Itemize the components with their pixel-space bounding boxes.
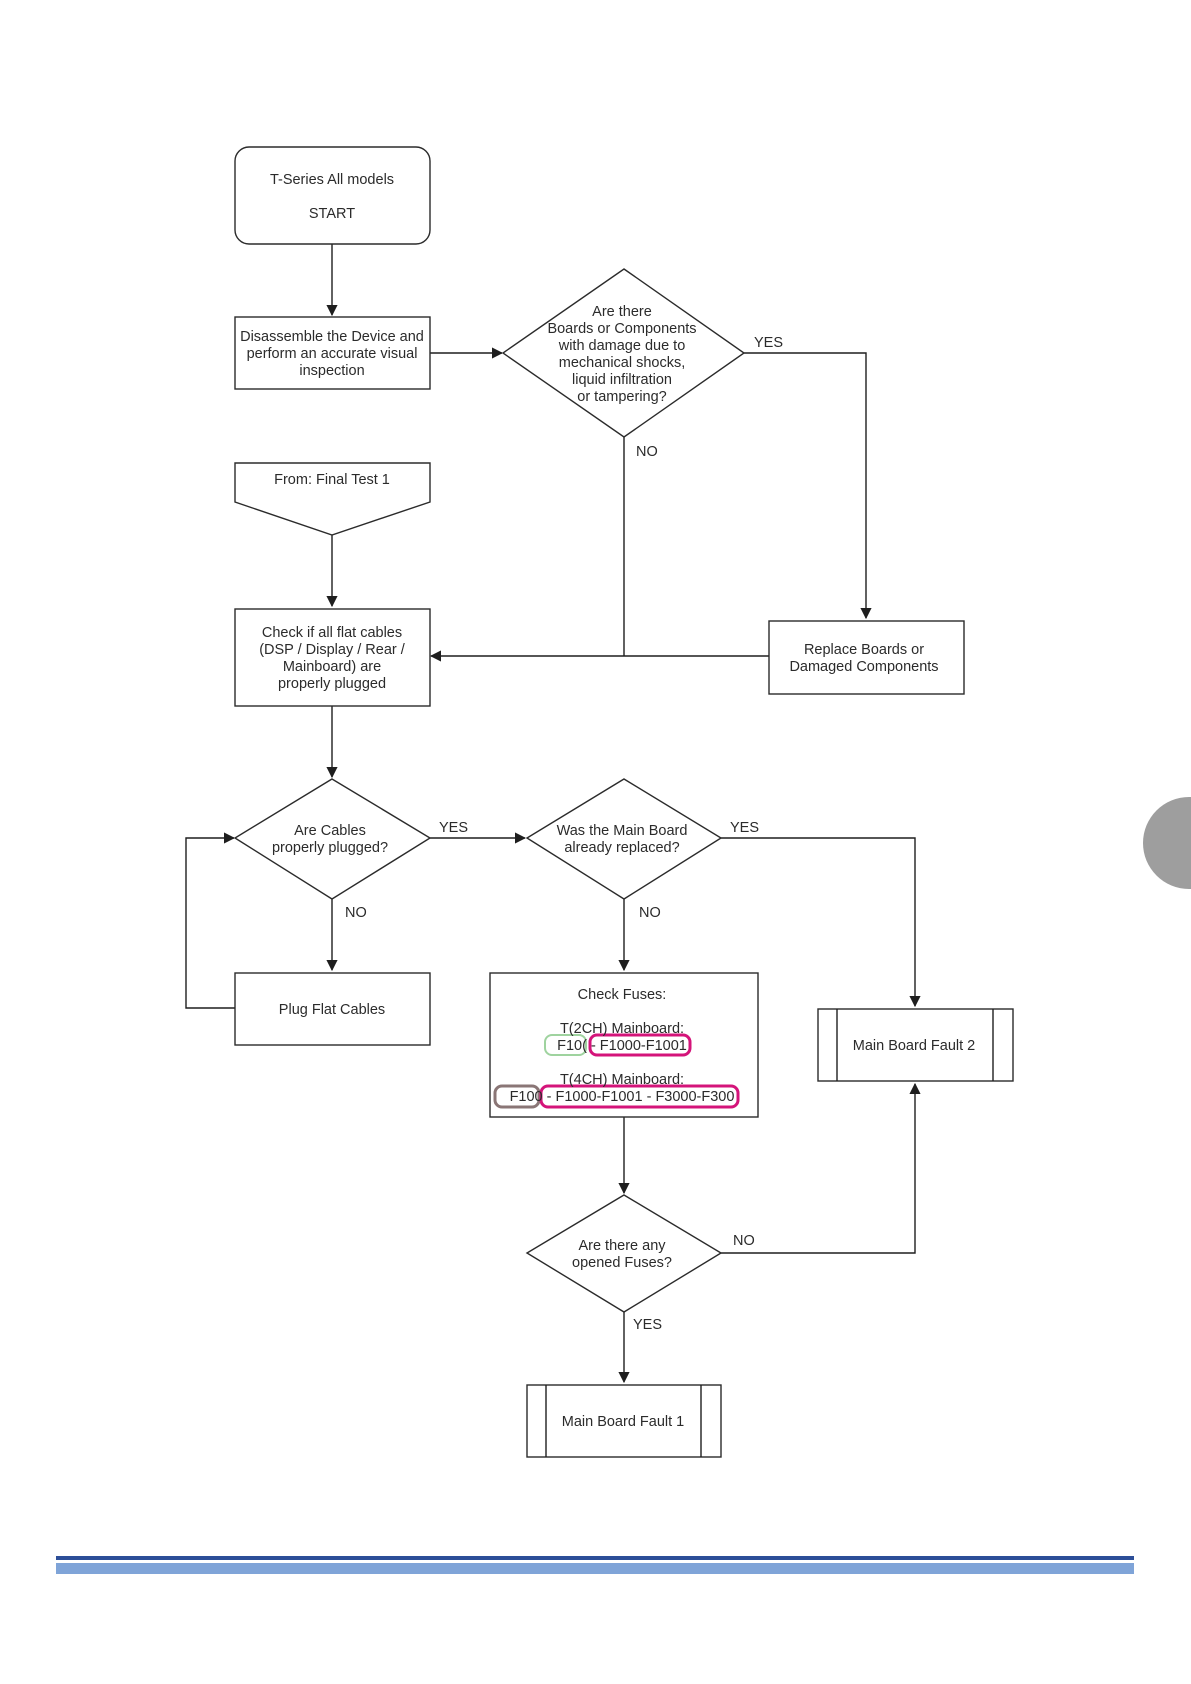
text-line: Plug Flat Cables bbox=[279, 1002, 385, 1018]
text-line: properly plugged bbox=[278, 676, 386, 692]
node-start: T-Series All models START bbox=[234, 146, 431, 245]
fault1-box bbox=[526, 1384, 722, 1458]
label-mainboard-no: NO bbox=[639, 905, 661, 921]
highlight-f10-2ch bbox=[544, 1034, 587, 1056]
highlight-f1000-4ch bbox=[539, 1084, 740, 1109]
edge-mainboard-yes bbox=[721, 837, 921, 1008]
check-cables-text: Check if all flat cables(DSP / Display /… bbox=[259, 625, 406, 692]
text-line: inspection bbox=[299, 363, 364, 379]
final-test-offpage bbox=[234, 462, 431, 536]
text-line: liquid infiltration bbox=[572, 372, 672, 388]
node-check-cables: Check if all flat cables(DSP / Display /… bbox=[234, 608, 431, 707]
text-line: Mainboard) are bbox=[283, 659, 381, 675]
fuses-diamond bbox=[525, 1194, 723, 1313]
mainboard-diamond bbox=[525, 778, 723, 900]
text-line: Are there any bbox=[578, 1238, 666, 1254]
text-line: START bbox=[309, 206, 355, 222]
text-line: Are there bbox=[592, 304, 652, 320]
text-line: already replaced? bbox=[564, 840, 679, 856]
text-line: perform an accurate visual bbox=[247, 346, 418, 362]
check-cables-box bbox=[234, 608, 431, 707]
text-line bbox=[620, 1004, 624, 1020]
text-line: Check if all flat cables bbox=[262, 625, 402, 641]
footer-rule-light bbox=[56, 1563, 1134, 1574]
fault2-text: Main Board Fault 2 bbox=[853, 1038, 976, 1054]
label-cables-no: NO bbox=[345, 905, 367, 921]
text-line: Was the Main Board bbox=[557, 823, 688, 839]
label-fuses-yes: YES bbox=[633, 1317, 662, 1333]
text-line: Main Board Fault 1 bbox=[562, 1414, 685, 1430]
text-line: T(2CH) Mainboard: bbox=[560, 1021, 684, 1037]
text-line: mechanical shocks, bbox=[559, 355, 686, 371]
label-mainboard-yes: YES bbox=[730, 820, 759, 836]
text-line: (DSP / Display / Rear / bbox=[259, 642, 406, 658]
text-line: opened Fuses? bbox=[572, 1255, 672, 1271]
start-terminal bbox=[234, 146, 431, 245]
edge-plug-loop bbox=[185, 832, 236, 1009]
text-line: Replace Boards or bbox=[804, 642, 924, 658]
text-line: Disassemble the Device and bbox=[240, 329, 424, 345]
edge-fuses-no bbox=[721, 1082, 921, 1254]
text-line: Damaged Components bbox=[789, 659, 938, 675]
text-line bbox=[330, 189, 334, 205]
text-line: properly plugged? bbox=[272, 840, 388, 856]
text-line: F100 - F1000-F1001 - F3000-F300 bbox=[510, 1089, 735, 1105]
node-final-test: From: Final Test 1 bbox=[234, 462, 431, 536]
label-cables-yes: YES bbox=[439, 820, 468, 836]
text-line: Check Fuses: bbox=[578, 987, 667, 1003]
damage-diamond bbox=[501, 268, 746, 438]
text-line: or tampering? bbox=[577, 389, 666, 405]
disassemble-box bbox=[234, 316, 431, 390]
label-damage-yes: YES bbox=[754, 335, 783, 351]
node-check-fuses: Check Fuses: T(2CH) Mainboard:F10( - F10… bbox=[489, 972, 759, 1118]
start-text: T-Series All models START bbox=[270, 172, 394, 222]
replace-box bbox=[768, 620, 965, 695]
text-line: F10( - F1000-F1001 bbox=[557, 1038, 687, 1054]
text-line: Main Board Fault 2 bbox=[853, 1038, 976, 1054]
plug-text: Plug Flat Cables bbox=[279, 1002, 385, 1018]
text-line: Boards or Components bbox=[547, 321, 696, 337]
node-plug: Plug Flat Cables bbox=[234, 972, 431, 1046]
node-fault1: Main Board Fault 1 bbox=[526, 1384, 722, 1458]
label-fuses-no: NO bbox=[733, 1233, 755, 1249]
check-fuses-text: Check Fuses: T(2CH) Mainboard:F10( - F10… bbox=[510, 987, 735, 1105]
edge-damage-yes bbox=[744, 352, 872, 620]
check-fuses-box bbox=[489, 972, 759, 1118]
fault2-box bbox=[817, 1008, 1014, 1082]
final-test-text: From: Final Test 1 bbox=[274, 472, 390, 488]
highlight-f100-4ch bbox=[493, 1084, 541, 1109]
text-line: From: Final Test 1 bbox=[274, 472, 390, 488]
label-damage-no: NO bbox=[636, 444, 658, 460]
plug-box bbox=[234, 972, 431, 1046]
text-line: T(4CH) Mainboard: bbox=[560, 1072, 684, 1088]
cables-diamond bbox=[233, 778, 432, 900]
edge-labels: YES NO YES NO YES NO NO YES bbox=[345, 335, 783, 1333]
node-fault2: Main Board Fault 2 bbox=[817, 1008, 1014, 1082]
fault1-text: Main Board Fault 1 bbox=[562, 1414, 685, 1430]
text-line: T-Series All models bbox=[270, 172, 394, 188]
edges bbox=[185, 244, 921, 1384]
text-line bbox=[620, 1055, 624, 1071]
footer-rule-dark bbox=[56, 1556, 1134, 1560]
highlight-f1000-2ch bbox=[588, 1033, 692, 1057]
text-line: Are Cables bbox=[294, 823, 366, 839]
text-line: with damage due to bbox=[558, 338, 686, 354]
